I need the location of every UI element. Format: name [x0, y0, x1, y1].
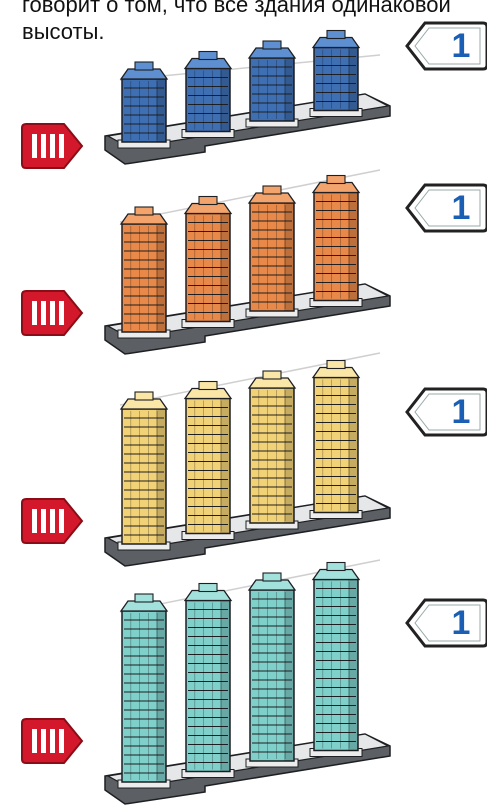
roof-box [263, 371, 281, 379]
level-badge-number: 1 [441, 601, 481, 645]
building-row-2-group [105, 170, 390, 354]
roof-box [263, 186, 281, 194]
roof-box [263, 41, 281, 49]
roof-box [135, 62, 153, 70]
level-badge-3: 1 [405, 386, 487, 438]
building-2-1 [118, 207, 170, 338]
building-4-4 [310, 563, 362, 757]
building-1-2 [182, 52, 234, 138]
roof-box [327, 176, 345, 184]
building-4-1 [118, 594, 170, 788]
roof-box [327, 31, 345, 39]
building-2-4 [310, 176, 362, 307]
roof-box [135, 392, 153, 400]
building-3-4 [310, 361, 362, 519]
red-bars-icon [20, 713, 86, 769]
building-row-4-group [105, 560, 390, 804]
level-badge-4: 1 [405, 597, 487, 649]
red-bars-badge-3 [20, 493, 86, 549]
level-badge-number: 1 [441, 186, 481, 230]
level-badge-number: 1 [441, 24, 481, 68]
building-3-3 [246, 371, 298, 529]
building-2-3 [246, 186, 298, 317]
building-row-3-group [105, 353, 390, 566]
roof-box [199, 584, 217, 592]
building-2-2 [182, 197, 234, 328]
roof-box [199, 382, 217, 390]
roof-box [135, 207, 153, 215]
building-row-1-group [105, 31, 390, 165]
building-1-4 [310, 31, 362, 117]
roof-box [199, 52, 217, 60]
roof-box [199, 197, 217, 205]
red-bars-badge-4 [20, 713, 86, 769]
building-3-2 [182, 382, 234, 540]
roof-box [263, 573, 281, 581]
building-1-1 [118, 62, 170, 148]
red-bars-icon [20, 118, 86, 174]
roof-box [327, 563, 345, 571]
building-3-1 [118, 392, 170, 550]
red-bars-badge-2 [20, 285, 86, 341]
red-bars-badge-1 [20, 118, 86, 174]
building-4-2 [182, 584, 234, 778]
roof-box [135, 594, 153, 602]
level-badge-1: 1 [405, 20, 487, 72]
red-bars-icon [20, 285, 86, 341]
level-badge-2: 1 [405, 182, 487, 234]
red-bars-icon [20, 493, 86, 549]
roof-box [327, 361, 345, 369]
level-badge-number: 1 [441, 390, 481, 434]
building-4-3 [246, 573, 298, 767]
building-1-3 [246, 41, 298, 127]
